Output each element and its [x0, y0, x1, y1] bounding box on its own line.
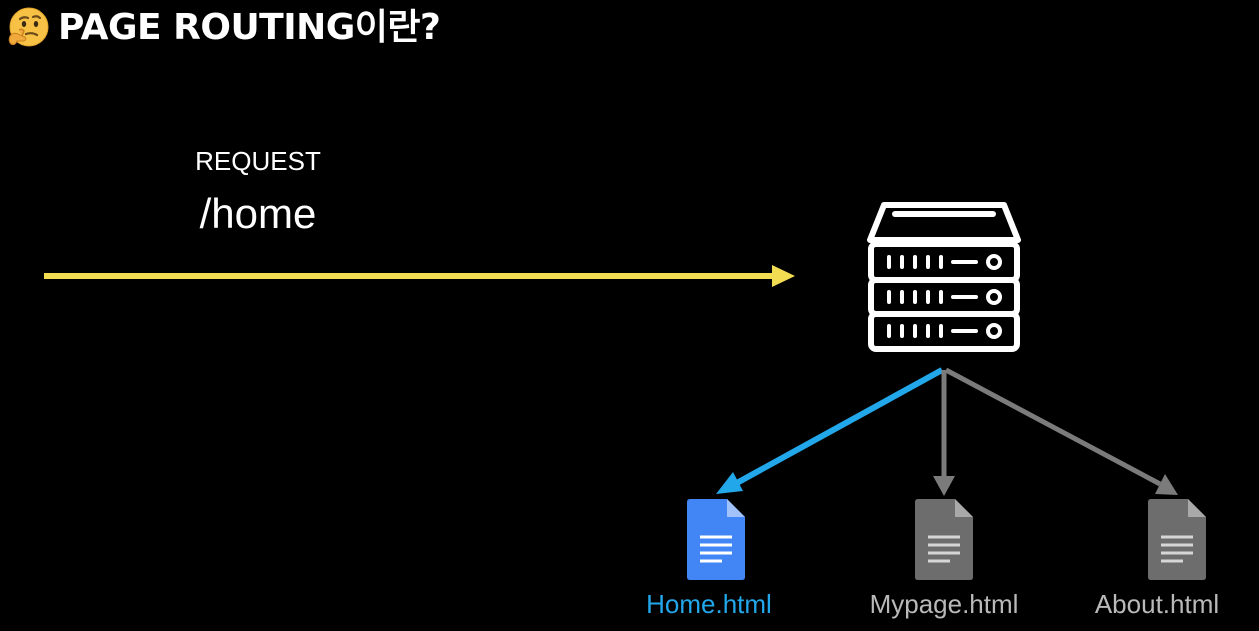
- request-label: REQUEST: [195, 146, 321, 176]
- file-about-document-icon: [1148, 499, 1206, 580]
- route-arrow-mypage: [933, 370, 955, 496]
- request-path: /home: [199, 190, 317, 237]
- request-arrow: [44, 265, 795, 287]
- file-label-mypage: Mypage.html: [869, 589, 1019, 619]
- page-title: PAGE ROUTING이란?: [58, 7, 441, 48]
- thinking-face-icon: [8, 7, 49, 47]
- file-mypage-document-icon: [915, 499, 973, 580]
- title-row: PAGE ROUTING이란?: [6, 4, 441, 52]
- route-arrow-about: [944, 367, 1178, 495]
- file-label-about: About.html: [1094, 589, 1220, 619]
- route-arrow-home: [716, 367, 944, 494]
- file-home-document-icon: [687, 499, 745, 580]
- server-rack-icon: [867, 202, 1021, 352]
- file-label-home: Home.html: [646, 589, 772, 619]
